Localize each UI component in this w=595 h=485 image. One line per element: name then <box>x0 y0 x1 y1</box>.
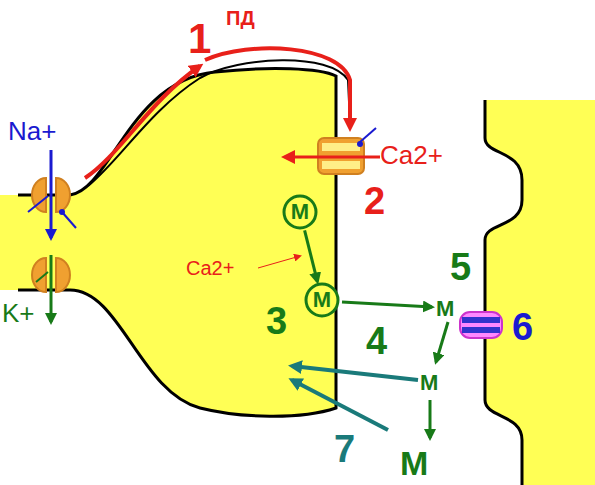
mediator-label: М <box>400 446 428 480</box>
ion-name: K+ <box>2 300 35 326</box>
presynaptic-terminal <box>0 69 336 417</box>
mediator-label: М <box>282 201 318 223</box>
callout-number: 5 <box>450 248 471 286</box>
calcium-channel <box>318 128 376 174</box>
signal-name: ПД <box>226 8 255 28</box>
callout-number: 6 <box>512 308 533 346</box>
callout-number: 3 <box>266 302 287 340</box>
mediator-arrow <box>305 230 318 281</box>
postsynaptic-cell <box>485 100 595 485</box>
ion-name: Ca2+ <box>380 142 443 168</box>
receptor <box>460 312 502 338</box>
callout-number: 1 <box>188 18 211 60</box>
ion-name: Ca2+ <box>186 258 234 278</box>
vesicle-circle: М <box>282 194 318 230</box>
mediator-label: М <box>304 289 340 311</box>
mediator-label: М <box>436 298 454 320</box>
mediator-label: М <box>420 372 438 394</box>
ion-name: Na+ <box>8 118 56 144</box>
vesicle-circle: М <box>304 282 340 318</box>
callout-number: 2 <box>364 182 385 220</box>
callout-number: 7 <box>334 430 355 468</box>
callout-number: 4 <box>366 322 387 360</box>
